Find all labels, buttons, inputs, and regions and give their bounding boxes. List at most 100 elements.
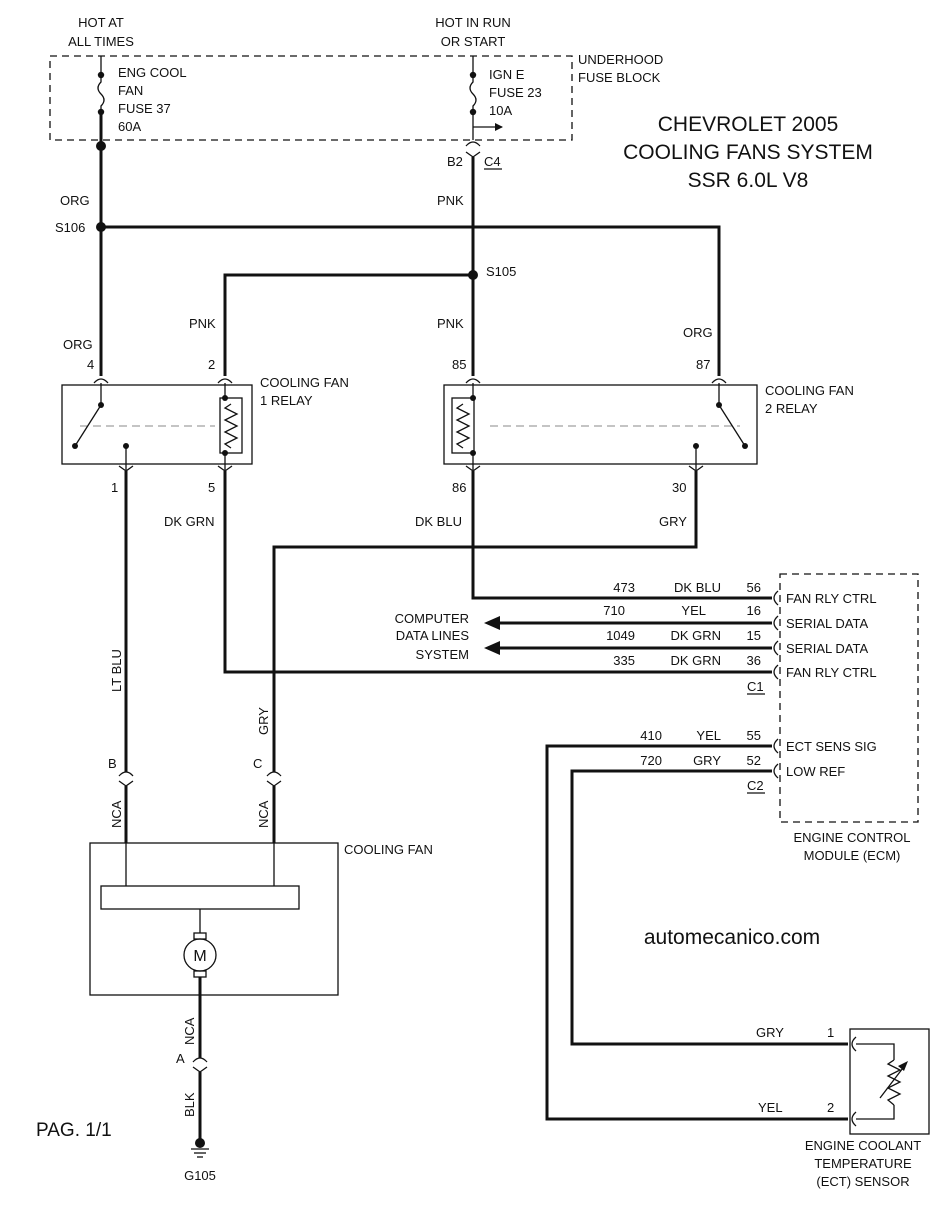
wire-label-lt-blu: LT BLU <box>109 649 124 692</box>
relay2-pin-86: 86 <box>452 480 466 495</box>
svg-text:C: C <box>253 756 262 771</box>
ground-label: G105 <box>184 1168 216 1183</box>
splice-s105 <box>468 270 478 280</box>
ecm-pin-row: 720 GRY 52 LOW REF <box>640 753 845 779</box>
page-label: PAG. 1/1 <box>36 1120 112 1141</box>
fan-connector-c: C <box>253 756 282 787</box>
ecm-pin-row: 710 YEL 16 SERIAL DATA <box>603 603 868 631</box>
wire-label-dk-blu: DK BLU <box>415 514 462 529</box>
watermark: automecanico.com <box>644 926 820 949</box>
wire-label-pnk-top: PNK <box>437 193 464 208</box>
svg-text:COMPUTER: COMPUTER <box>395 611 469 626</box>
wire-label-org-left: ORG <box>63 337 93 352</box>
svg-text:B2: B2 <box>447 154 463 169</box>
relay1-pin-2: 2 <box>208 357 215 372</box>
svg-text:473: 473 <box>613 580 635 595</box>
svg-text:FUSE 37: FUSE 37 <box>118 101 171 116</box>
svg-text:LOW REF: LOW REF <box>786 764 845 779</box>
wire-org-to-relay2 <box>101 225 721 376</box>
svg-text:410: 410 <box>640 728 662 743</box>
splice-s106 <box>96 222 106 232</box>
hot-at-all-times-label: HOT AT <box>78 15 124 30</box>
svg-text:60A: 60A <box>118 119 141 134</box>
svg-text:A: A <box>176 1051 185 1066</box>
wire-gry-720 <box>570 769 848 1046</box>
sensor-pin-1: 1 <box>827 1025 834 1040</box>
svg-text:720: 720 <box>640 753 662 768</box>
ecm-connector-c1: C1 <box>747 679 764 694</box>
wire-dk-blu-473 <box>471 471 772 600</box>
title-line-3: SSR 6.0L V8 <box>688 169 809 192</box>
svg-text:TEMPERATURE: TEMPERATURE <box>814 1156 912 1171</box>
motor-label: M <box>193 948 206 965</box>
svg-text:(ECT) SENSOR: (ECT) SENSOR <box>816 1174 909 1189</box>
relay2-pin-30: 30 <box>672 480 686 495</box>
svg-text:15: 15 <box>747 628 761 643</box>
relay1-pin-4: 4 <box>87 357 94 372</box>
cooling-fan-label: COOLING FAN <box>344 842 433 857</box>
svg-text:55: 55 <box>747 728 761 743</box>
svg-text:ENG COOL: ENG COOL <box>118 65 187 80</box>
svg-text:FAN RLY CTRL: FAN RLY CTRL <box>786 665 877 680</box>
wire-label-gry-top: GRY <box>659 514 687 529</box>
svg-text:DK GRN: DK GRN <box>670 653 721 668</box>
wire-label-gry-sensor: GRY <box>756 1025 784 1040</box>
ect-sensor: 1 2 ENGINE COOLANT TEMPERATURE (ECT) SEN… <box>805 1025 930 1189</box>
wire-label-yel-sensor: YEL <box>758 1100 783 1115</box>
svg-text:GRY: GRY <box>693 753 721 768</box>
ecm-pin-row: 335 DK GRN 36 FAN RLY CTRL <box>613 653 876 680</box>
connector-c4: B2 C4 <box>447 141 502 170</box>
underhood-fuse-block: HOT AT ALL TIMES HOT IN RUN OR START UND… <box>49 15 663 146</box>
svg-text:2 RELAY: 2 RELAY <box>765 401 818 416</box>
wire-gry-relay2 <box>272 471 698 772</box>
svg-text:YEL: YEL <box>681 603 706 618</box>
svg-text:DK BLU: DK BLU <box>674 580 721 595</box>
ecm-pin-row: 410 YEL 55 ECT SENS SIG <box>640 728 877 754</box>
wire-label-nca-b: NCA <box>109 800 124 828</box>
svg-text:ECT SENS SIG: ECT SENS SIG <box>786 739 877 754</box>
svg-text:710: 710 <box>603 603 625 618</box>
sensor-pin-2: 2 <box>827 1100 834 1115</box>
sensor-label: ENGINE COOLANT <box>805 1138 921 1153</box>
wire-label-gry-vert: GRY <box>256 707 271 735</box>
relay1-pin-1: 1 <box>111 480 118 495</box>
svg-text:16: 16 <box>747 603 761 618</box>
computer-data-lines: COMPUTER DATA LINES SYSTEM <box>395 611 772 662</box>
svg-text:SERIAL DATA: SERIAL DATA <box>786 616 868 631</box>
ecm-connector-c2: C2 <box>747 778 764 793</box>
wire-label-org-top: ORG <box>60 193 90 208</box>
svg-text:SERIAL DATA: SERIAL DATA <box>786 641 868 656</box>
ecm-pin-row: 473 DK BLU 56 FAN RLY CTRL <box>613 580 876 606</box>
title-line-2: COOLING FANS SYSTEM <box>623 141 873 164</box>
relay2-pin-87: 87 <box>696 357 710 372</box>
cooling-fan-1-relay: COOLING FAN 1 RELAY 4 2 1 5 <box>61 357 349 495</box>
svg-text:FAN: FAN <box>118 83 143 98</box>
splice-label-s105: S105 <box>486 264 516 279</box>
relay1-pin-5: 5 <box>208 480 215 495</box>
engine-control-module: ENGINE CONTROL MODULE (ECM) C1 C2 473 DK… <box>603 573 919 863</box>
wire-label-pnk-left: PNK <box>189 316 216 331</box>
ecm-pin-row: 1049 DK GRN 15 SERIAL DATA <box>606 628 868 656</box>
ecm-label: ENGINE CONTROL <box>793 830 910 845</box>
svg-text:B: B <box>108 756 117 771</box>
svg-text:10A: 10A <box>489 103 512 118</box>
title-line-1: CHEVROLET 2005 <box>658 113 839 136</box>
svg-text:IGN E: IGN E <box>489 67 525 82</box>
fuse-37: ENG COOL FAN FUSE 37 60A <box>97 56 187 146</box>
hot-in-run-label: HOT IN RUN <box>435 15 511 30</box>
fuse-block-label: UNDERHOOD <box>578 52 663 67</box>
cooling-fan-2-relay: COOLING FAN 2 RELAY 85 87 86 30 <box>443 357 854 495</box>
svg-text:OR START: OR START <box>441 34 506 49</box>
wire-yel-410 <box>545 744 848 1121</box>
svg-text:FUSE 23: FUSE 23 <box>489 85 542 100</box>
relay2-label: COOLING FAN <box>765 383 854 398</box>
relay2-pin-85: 85 <box>452 357 466 372</box>
svg-text:1049: 1049 <box>606 628 635 643</box>
fan-connector-a: A <box>176 1051 208 1073</box>
svg-text:YEL: YEL <box>696 728 721 743</box>
cooling-fan: COOLING FAN M <box>89 842 433 996</box>
svg-text:DK GRN: DK GRN <box>670 628 721 643</box>
svg-text:C4: C4 <box>484 154 501 169</box>
svg-text:SYSTEM: SYSTEM <box>416 647 469 662</box>
